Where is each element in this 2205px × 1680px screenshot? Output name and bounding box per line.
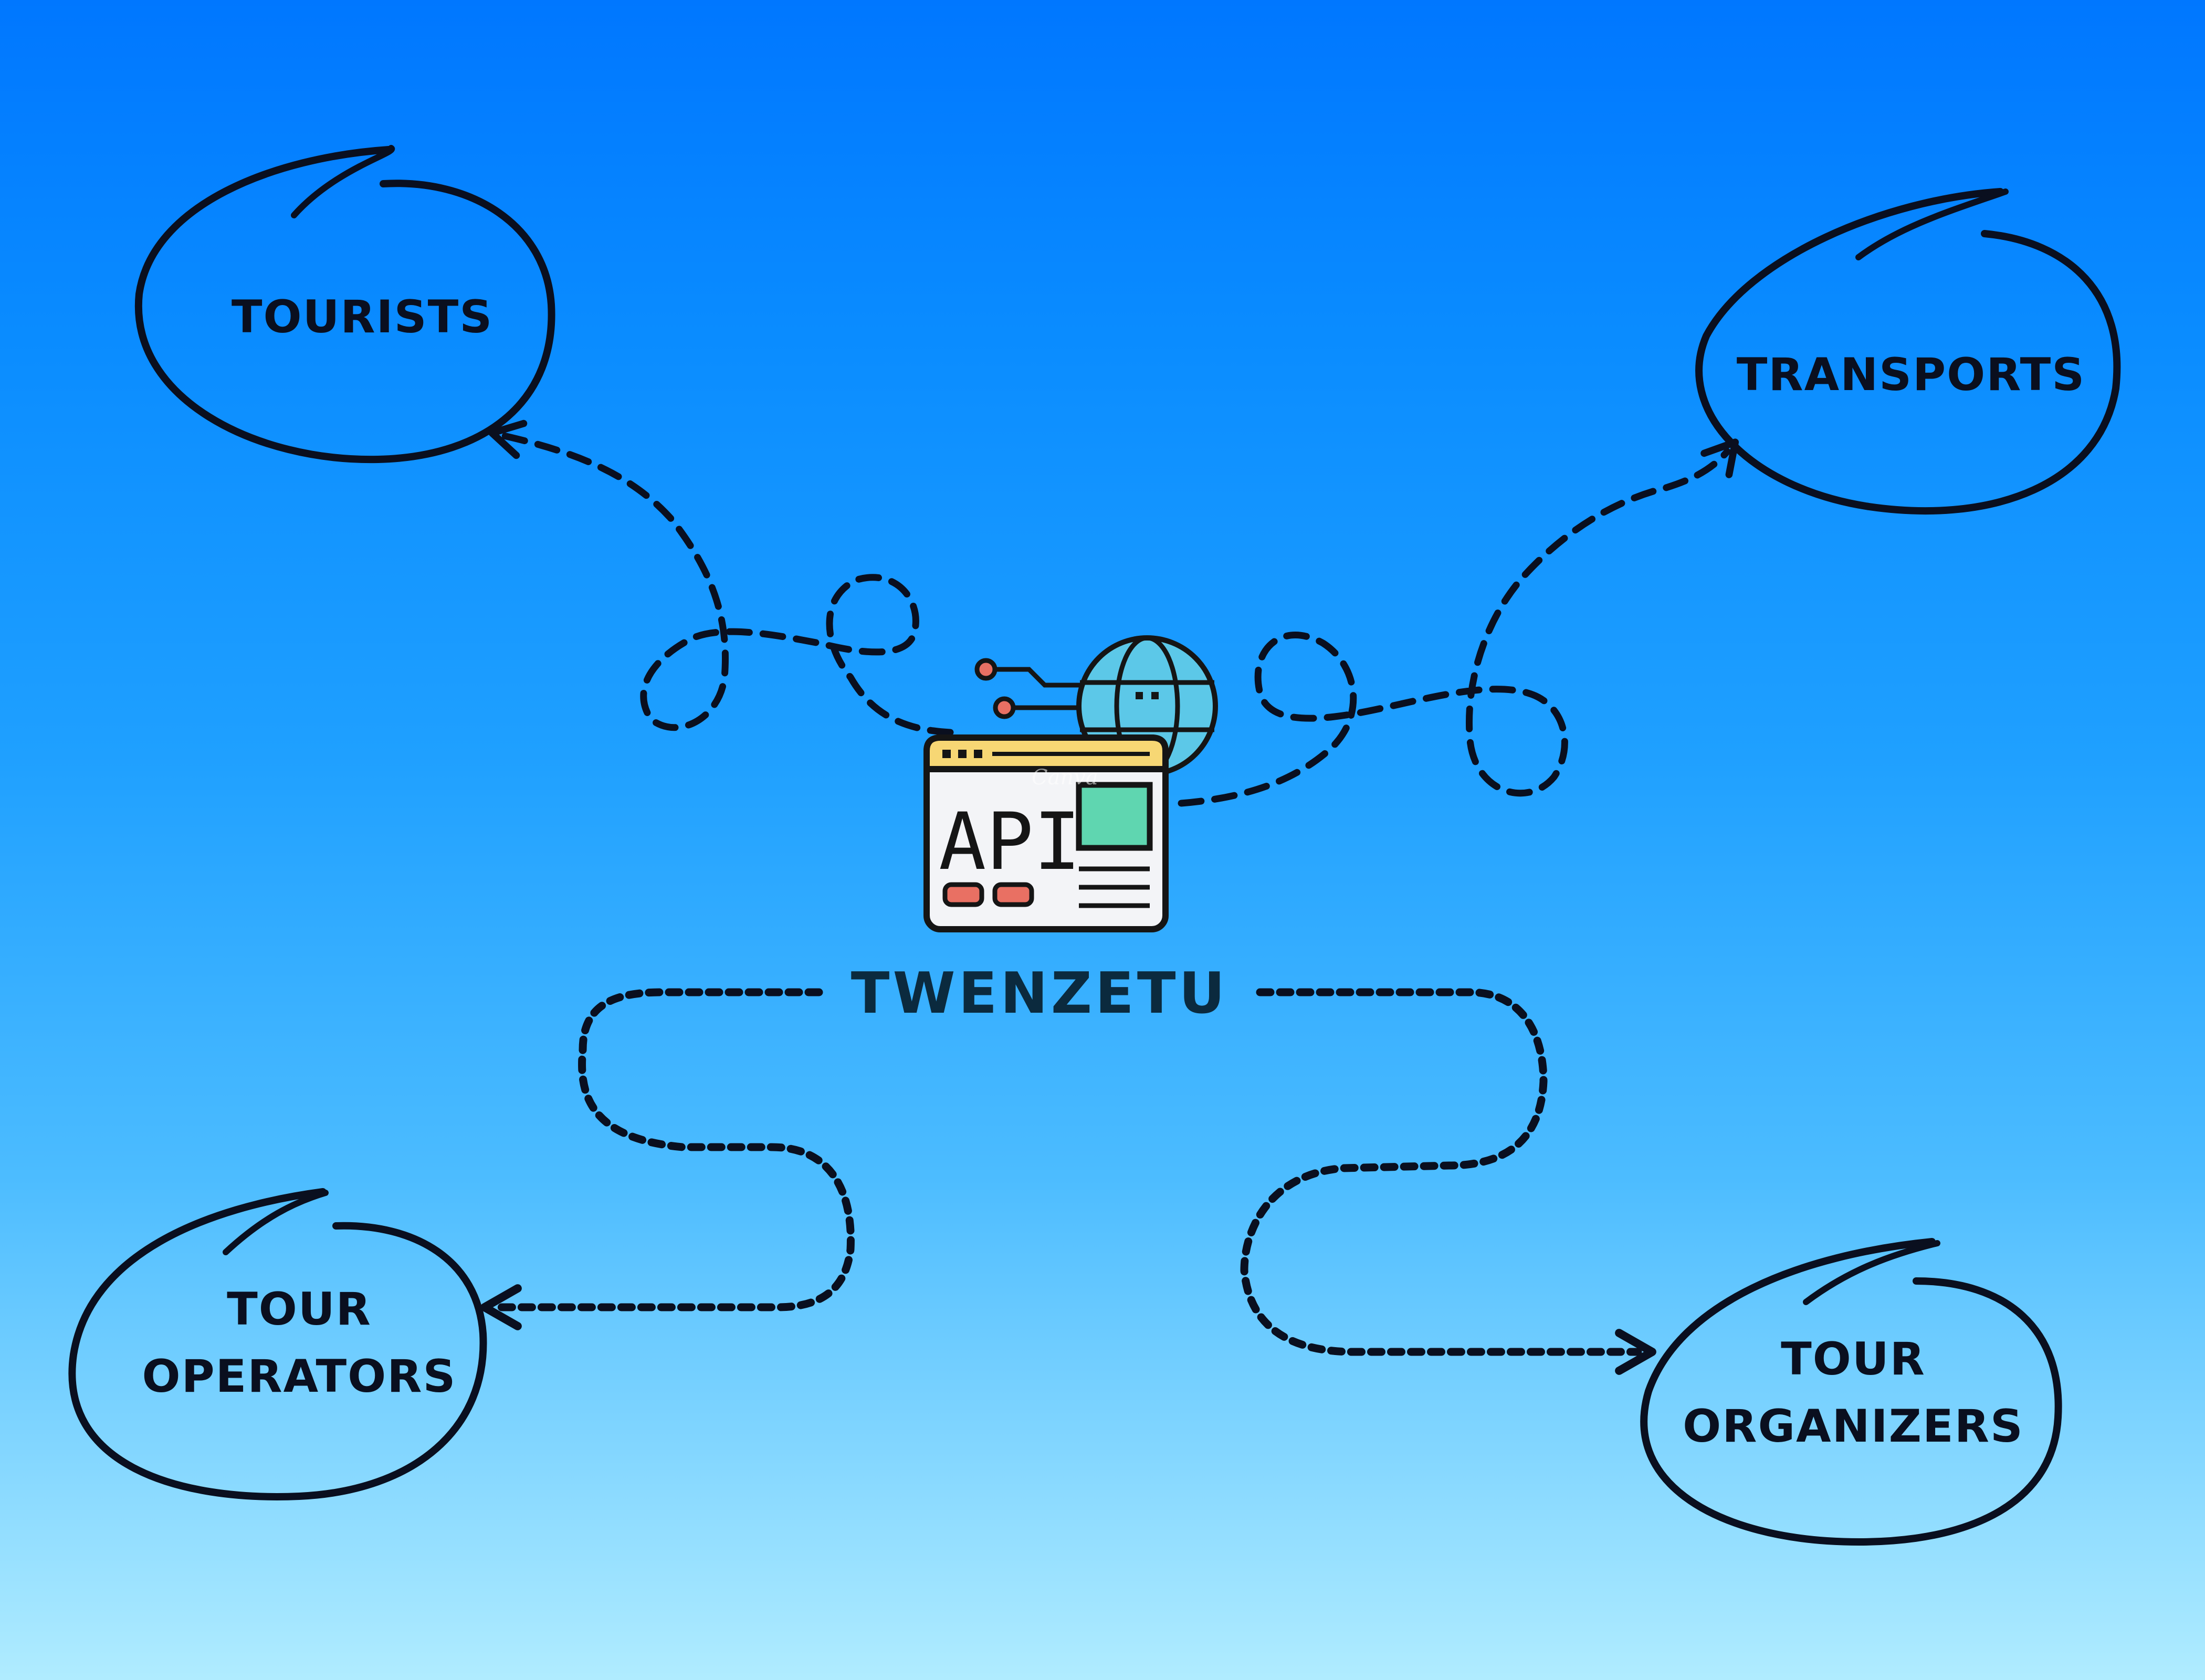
node-ellipse-tourists: [134, 145, 555, 464]
node-tour-organizers-line2: ORGANIZERS: [1683, 1400, 2024, 1453]
node-tour-operators-line2: OPERATORS: [142, 1350, 457, 1403]
node-tour-operators: TOUR OPERATORS: [94, 1276, 504, 1410]
connector-tour-operators: [480, 988, 855, 1330]
node-transports: TRANSPORTS: [1701, 341, 2121, 408]
node-tour-operators-line1: TOUR: [227, 1283, 372, 1336]
node-ellipse-transports: [1695, 188, 2121, 515]
node-tour-organizers: TOUR ORGANIZERS: [1648, 1326, 2058, 1460]
node-ellipse-tour-operators: [68, 1188, 487, 1500]
node-tourists: TOURISTS: [158, 284, 567, 351]
node-transports-label: TRANSPORTS: [1736, 349, 2086, 401]
api-icon-text: API: [939, 796, 1081, 888]
node-tourists-label: TOURISTS: [231, 291, 494, 343]
api-icon: API: [923, 635, 1218, 932]
watermark-canva: Canva: [1032, 765, 1098, 790]
connector-tour-organizers: [1240, 988, 1656, 1375]
node-ellipse-tour-organizers: [1640, 1238, 2062, 1546]
connector-tourists: [488, 419, 954, 736]
node-tour-organizers-line1: TOUR: [1781, 1333, 1926, 1385]
brand-title: TWENZETU: [850, 961, 1228, 1026]
connector-transports: [1178, 438, 1739, 807]
